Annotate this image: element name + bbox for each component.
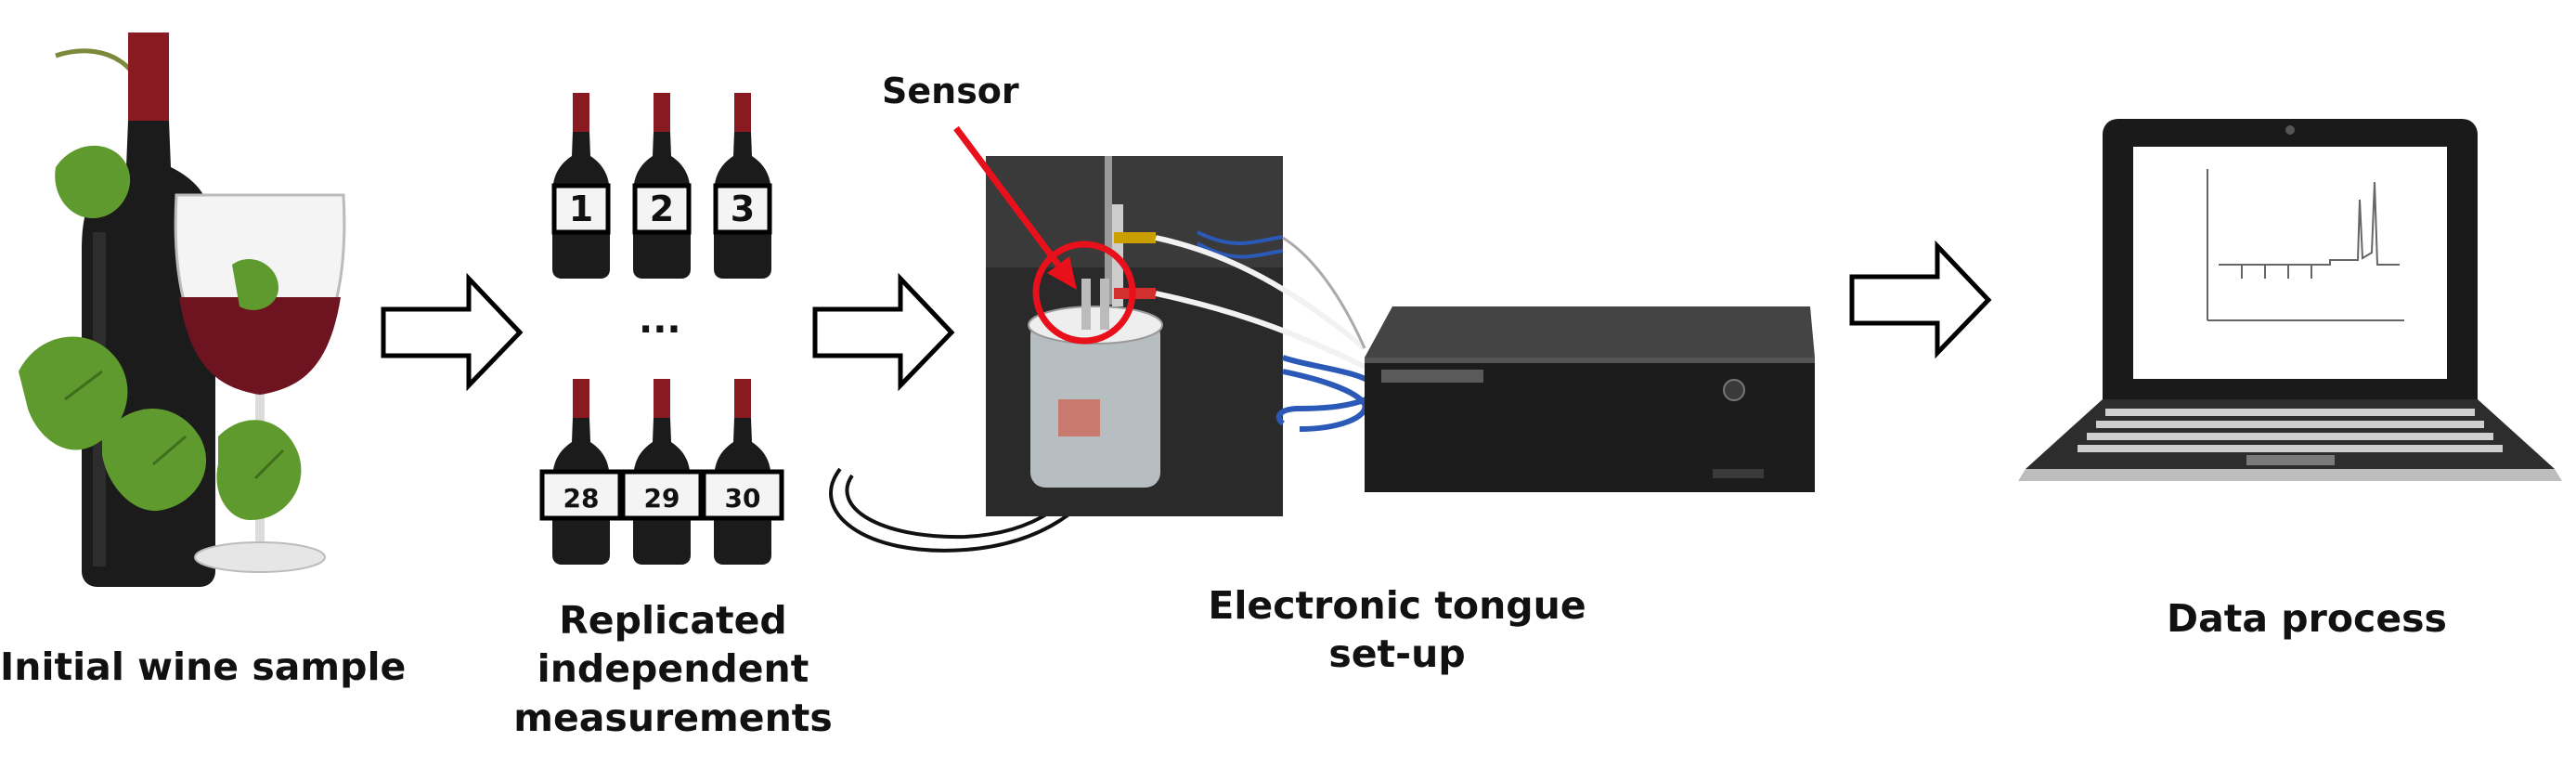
- bottle-number: 1: [569, 189, 593, 229]
- touchpad: [2246, 455, 2335, 465]
- label-line: Initial wine sample: [0, 644, 407, 689]
- laptop-screen: [2133, 147, 2447, 379]
- label-line: measurements: [513, 695, 833, 740]
- bottle-tag: [713, 183, 772, 235]
- electronic-tongue-label: Electronic tongue set-up: [1184, 581, 1611, 679]
- arrow-icon: [381, 272, 524, 392]
- label-line: Data process: [2167, 596, 2447, 641]
- laptop-icon: [2018, 119, 2562, 481]
- data-process-label: Data process: [2084, 594, 2530, 643]
- instrument-cables: [1275, 355, 1379, 432]
- arrow-icon: [812, 272, 955, 392]
- initial-wine-sample-label: Initial wine sample: [0, 643, 407, 691]
- wine-sample-illustration: [19, 33, 346, 587]
- keyboard: [2078, 409, 2503, 452]
- bottle-ellipsis: ...: [639, 299, 681, 342]
- bottle-number: 2: [650, 189, 674, 229]
- sensor-highlight-circle: [1032, 241, 1136, 345]
- replicated-bottles: 1 2 3 28 29 30: [539, 93, 784, 565]
- sensor-photo: [986, 156, 1366, 516]
- bottle-tag: [551, 183, 611, 235]
- signal-plot: [2207, 169, 2404, 321]
- bottle-number: 3: [731, 189, 755, 229]
- label-line: Electronic tongue: [1208, 583, 1586, 628]
- electronic-tongue-device: [1365, 306, 1815, 492]
- bottle-tag: [701, 469, 784, 521]
- bottle-tag: [632, 183, 692, 235]
- label-line: independent: [537, 646, 809, 692]
- bottle-tag: [620, 469, 704, 521]
- sensor-pointer-arrow: [953, 125, 1077, 290]
- sensor-label: Sensor: [882, 71, 1019, 111]
- bottle-number: 28: [563, 483, 600, 514]
- bottle-number: 29: [644, 483, 680, 514]
- bottle-tag: [539, 469, 623, 521]
- label-line: Replicated: [559, 598, 787, 643]
- label-line: set-up: [1328, 631, 1466, 677]
- arrow-icon: [1849, 240, 1992, 359]
- replicated-measurements-label: Replicated independent measurements: [506, 596, 840, 742]
- power-button-icon: [1723, 379, 1745, 401]
- bottle-number: 30: [725, 483, 761, 514]
